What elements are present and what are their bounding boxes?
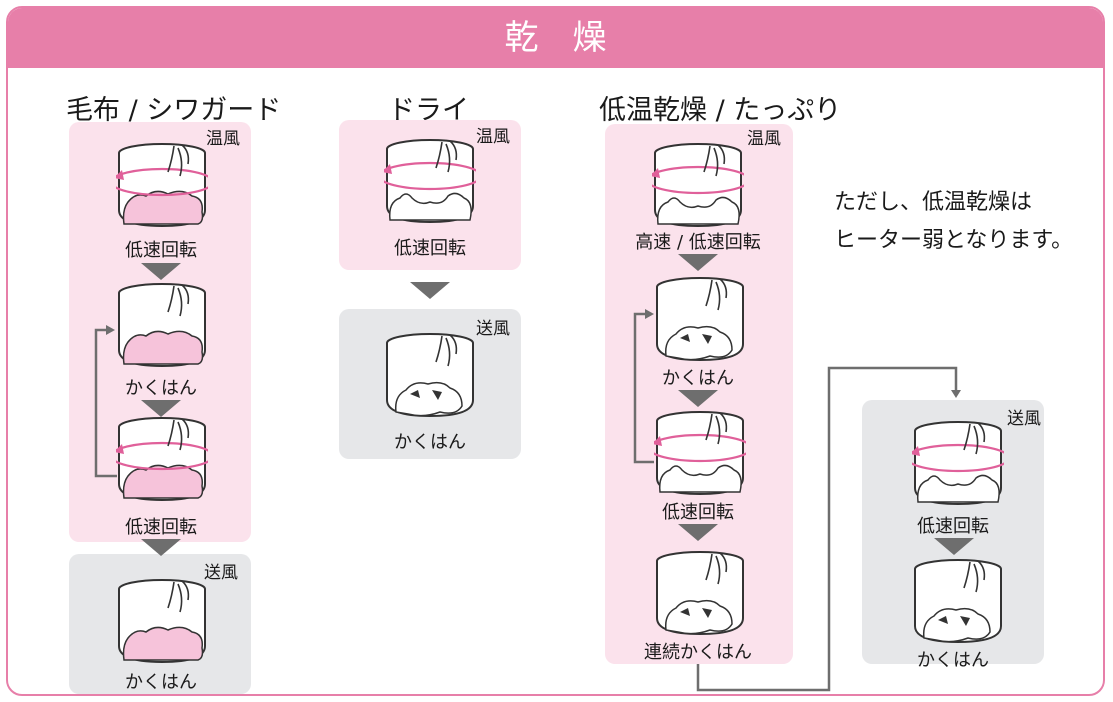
step-label: かくはん <box>917 650 989 671</box>
long-arrowhead <box>951 390 961 398</box>
step-label: 高速 / 低速回転 <box>635 232 761 253</box>
loop-connector-blanket <box>94 328 117 478</box>
step-label: 低速回転 <box>662 502 734 523</box>
loop-arrowhead-blanket <box>106 325 115 335</box>
drying-panel: 乾 燥 毛布 / シワガード ドライ 低温乾燥 / たっぷり 温風 送風 温風 … <box>6 6 1105 696</box>
step-label: 連続かくはん <box>644 642 752 663</box>
drum-with-clothes-icon <box>386 333 474 418</box>
step-arrow <box>678 524 718 541</box>
step-label: かくはん <box>394 432 466 453</box>
mode-label: 送風 <box>1007 409 1041 429</box>
loop-connector-low-temp <box>633 312 654 464</box>
step-arrow <box>141 539 181 556</box>
mode-label: 温風 <box>747 129 781 149</box>
drum-with-blanket-icon <box>118 579 206 664</box>
step-label: 低速回転 <box>125 517 197 538</box>
drum-with-clothes-icon <box>914 559 1002 644</box>
note-line-1: ただし、低温乾燥は <box>834 190 1033 215</box>
long-connector <box>696 366 958 692</box>
step-arrow <box>410 282 450 299</box>
mode-label: 温風 <box>206 129 240 149</box>
drum-with-clothes-icon <box>654 411 746 496</box>
loop-arrowhead-low-temp <box>645 309 654 319</box>
step-label: かくはん <box>125 378 197 399</box>
step-label: かくはん <box>662 368 734 389</box>
step-label: 低速回転 <box>125 240 197 261</box>
mode-label: 送風 <box>204 563 238 583</box>
column-title-blanket: 毛布 / シワガード <box>66 95 282 126</box>
drum-with-blanket-icon <box>118 283 206 368</box>
step-arrow <box>141 263 181 280</box>
drum-with-clothes-icon <box>912 421 1004 506</box>
step-arrow <box>934 538 974 555</box>
note-line-2: ヒーター弱となります。 <box>834 228 1074 253</box>
drum-with-blanket-icon <box>116 417 208 502</box>
step-arrow <box>141 400 181 417</box>
step-label: 低速回転 <box>917 516 989 537</box>
drum-with-clothes-icon <box>656 277 744 362</box>
step-label: 低速回転 <box>394 238 466 259</box>
step-arrow <box>678 254 718 271</box>
step-arrow <box>678 390 718 407</box>
page-title: 乾 燥 <box>8 8 1103 68</box>
drum-with-clothes-icon <box>652 143 744 228</box>
drum-with-clothes-icon <box>656 551 744 636</box>
mode-label: 送風 <box>476 319 510 339</box>
drum-with-blanket-icon <box>116 143 208 228</box>
step-label: かくはん <box>125 672 197 693</box>
drum-with-clothes-icon <box>384 139 476 224</box>
flow-connectors <box>94 309 961 692</box>
column-title-low-temp: 低温乾燥 / たっぷり <box>599 95 842 126</box>
mode-label: 温風 <box>476 127 510 147</box>
